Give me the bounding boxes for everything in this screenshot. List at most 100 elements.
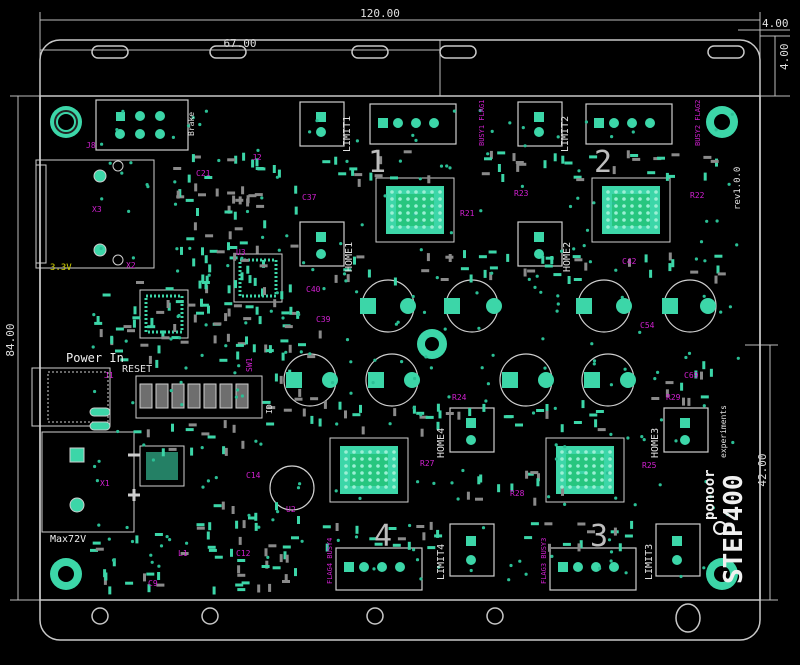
- smd-pad: [482, 403, 486, 412]
- thermal-via: [352, 464, 356, 468]
- smd-pad: [265, 560, 269, 569]
- smd-pad: [419, 415, 428, 419]
- smd-pad: [390, 176, 398, 180]
- smd-pad: [207, 435, 216, 439]
- power-terminal: [41, 431, 140, 533]
- smd-pad: [261, 565, 270, 568]
- smd-pad: [427, 546, 436, 550]
- sw1-label: SW1: [245, 357, 254, 372]
- smd-pad: [96, 316, 100, 324]
- thermal-via: [384, 485, 388, 489]
- via: [674, 439, 678, 443]
- thermal-via: [390, 197, 394, 201]
- smd-pad: [204, 176, 213, 179]
- via: [95, 479, 99, 483]
- thermal-via: [406, 197, 410, 201]
- smd-pad: [200, 298, 203, 307]
- via: [145, 183, 149, 187]
- via: [99, 246, 103, 251]
- via: [275, 175, 279, 179]
- thermal-via: [584, 450, 588, 454]
- smd-pad: [277, 169, 281, 178]
- via: [244, 321, 248, 325]
- refdes-r21: R21: [460, 209, 475, 218]
- via: [736, 356, 740, 360]
- thermal-via: [576, 450, 580, 454]
- smd-pad: [115, 349, 123, 353]
- smd-pad: [108, 586, 112, 595]
- smd-pad: [234, 280, 237, 289]
- thermal-via: [630, 218, 634, 222]
- thermal-via: [614, 211, 618, 215]
- via: [100, 142, 104, 146]
- smd-pad: [245, 336, 248, 345]
- via: [620, 295, 624, 299]
- smd-pad: [667, 174, 675, 178]
- via: [261, 235, 265, 239]
- smd-pad: [562, 542, 571, 546]
- smd-pad: [188, 423, 197, 427]
- via: [419, 413, 423, 417]
- thermal-via: [390, 190, 394, 194]
- via: [299, 350, 303, 354]
- thermal-via: [638, 197, 642, 201]
- via: [149, 553, 153, 557]
- smd-pad: [369, 537, 378, 541]
- via: [623, 367, 627, 371]
- via: [335, 422, 339, 426]
- smd-pad: [120, 358, 129, 362]
- smd-pad: [573, 278, 582, 281]
- smd-pad: [543, 160, 547, 169]
- smd-pad: [228, 231, 232, 240]
- smd-pad: [254, 193, 263, 197]
- thermal-via: [392, 450, 396, 454]
- thermal-via: [406, 225, 410, 229]
- via: [184, 366, 188, 370]
- smd-pad: [185, 428, 194, 432]
- via: [345, 338, 350, 342]
- smd-pad: [687, 397, 691, 406]
- thermal-via: [422, 218, 426, 222]
- via: [201, 485, 205, 489]
- smd-pad: [234, 155, 238, 164]
- smd-pad: [224, 210, 233, 214]
- via: [612, 201, 616, 205]
- via: [97, 523, 101, 527]
- connector-headers: [95, 99, 709, 591]
- via: [553, 406, 557, 410]
- via: [388, 422, 392, 426]
- via: [563, 445, 567, 449]
- reset-label: RESET: [122, 364, 152, 375]
- via: [412, 548, 416, 552]
- via: [400, 360, 404, 364]
- smd-pad: [171, 336, 180, 340]
- smd-pad: [716, 265, 720, 274]
- thermal-via: [406, 218, 410, 222]
- via: [200, 353, 204, 357]
- via: [355, 290, 359, 294]
- via: [590, 342, 594, 346]
- via: [100, 197, 104, 201]
- via: [711, 506, 716, 510]
- thermal-via: [606, 211, 610, 215]
- refdes-r22: R22: [690, 191, 705, 200]
- smd-pad: [369, 172, 373, 181]
- connector-pads: [115, 111, 690, 572]
- dim-mid-label: 67.00: [223, 37, 256, 50]
- thermal-via: [638, 211, 642, 215]
- smd-pad: [352, 413, 361, 417]
- smd-pad: [427, 175, 431, 184]
- thermal-via: [600, 478, 604, 482]
- smd-pad: [133, 430, 142, 434]
- smd-pad: [259, 264, 268, 268]
- thermal-via: [622, 197, 626, 201]
- smd-pad: [533, 497, 537, 506]
- home3-label: HOME3: [650, 428, 661, 458]
- via: [727, 182, 731, 186]
- smd-pad: [530, 471, 539, 475]
- dim-hole-y-label: 4.00: [778, 44, 791, 71]
- thermal-via: [606, 204, 610, 208]
- smd-pad: [709, 368, 713, 377]
